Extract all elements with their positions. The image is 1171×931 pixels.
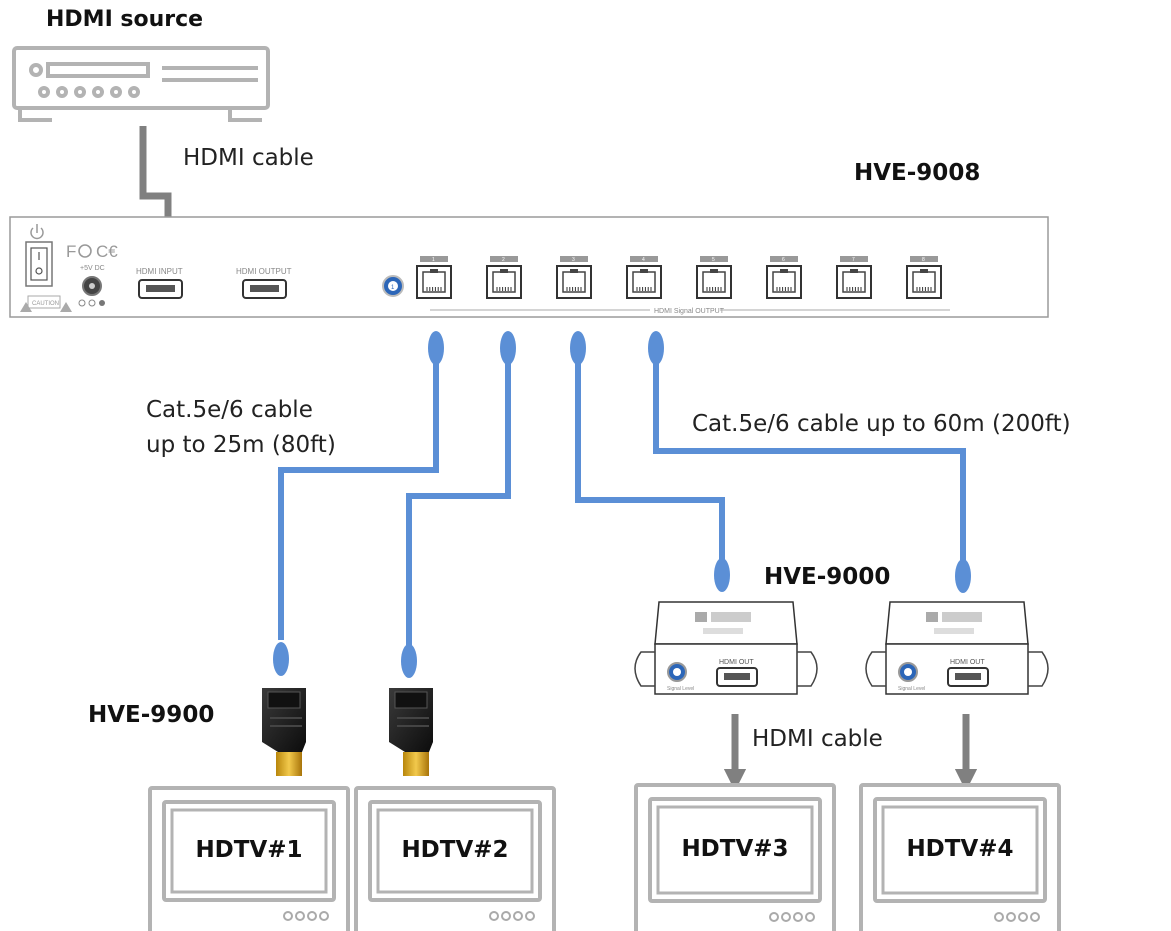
port-number: 2 <box>502 257 505 263</box>
rj45-port-5: 5 <box>696 256 732 299</box>
power-icon <box>30 224 44 240</box>
port-number: 1 <box>432 257 435 263</box>
svg-text:C€: C€ <box>96 242 118 261</box>
svg-text:CAUTION: CAUTION <box>32 301 59 307</box>
cat-cable-3 <box>575 346 725 572</box>
power-input-label: +5V DC <box>80 265 105 272</box>
hve9900-adapter-2 <box>389 688 433 776</box>
signal-level-label: Signal Level <box>898 686 925 692</box>
svg-text:1: 1 <box>391 285 395 291</box>
hve9000-receivers: Signal Level HDMI OUT Signal Level HDMI OUT <box>634 601 1049 695</box>
hdmi-output-port <box>242 279 287 299</box>
hdmi-output-label: HDMI OUTPUT <box>236 267 292 276</box>
tv-group <box>148 783 1061 931</box>
hdmi-out-label: HDMI OUT <box>950 659 985 666</box>
hdmi-input-label: HDMI INPUT <box>136 267 183 276</box>
cat-long-label: Cat.5e/6 cable up to 60m (200ft) <box>692 411 1071 437</box>
port-number: 7 <box>852 257 855 263</box>
signal-level-label: Signal Level <box>667 686 694 692</box>
edid-dial: 1 <box>382 275 404 297</box>
hdtv-label-4: HDTV#4 <box>906 836 1014 862</box>
cat-short-label-line1: Cat.5e/6 cable <box>146 397 313 423</box>
cat-cable-1 <box>278 346 439 640</box>
hve9000-label: HVE-9000 <box>764 564 891 590</box>
hve9008-splitter: F C€ +5V DC CAUTION HDMI INPUT HDMI OUTP… <box>9 216 1049 318</box>
hdtv-label-1: HDTV#1 <box>195 837 303 863</box>
hdmi-cable-label-top: HDMI cable <box>183 145 314 171</box>
cat-short-label-line2: up to 25m (80ft) <box>146 432 336 458</box>
cat-cable-2 <box>406 346 511 652</box>
rj45-port-8: 8 <box>906 256 942 299</box>
rj45-port-6: 6 <box>766 256 802 299</box>
hdmi-source-label: HDMI source <box>46 7 204 32</box>
port-number: 3 <box>572 257 575 263</box>
hdmi-input-port <box>138 279 183 299</box>
hdtv-label-2: HDTV#2 <box>401 837 509 863</box>
cat-cable-4 <box>653 346 966 574</box>
rj45-port-3: 3 <box>556 256 592 299</box>
caution-label: CAUTION <box>20 295 72 312</box>
dc-jack <box>78 276 105 307</box>
certification-marks: F C€ <box>66 242 118 261</box>
signal-output-label: HDMI Signal OUTPUT <box>654 308 725 315</box>
port-number: 4 <box>642 257 645 263</box>
hdtv-3 <box>634 783 836 931</box>
hdmi-source-device <box>12 46 270 122</box>
rj45-port-2: 2 <box>486 256 522 299</box>
rj45-port-7: 7 <box>836 256 872 299</box>
hdtv-4 <box>859 783 1061 931</box>
hve9900-adapter-1 <box>262 688 306 776</box>
rj45-port-1: 1 <box>416 256 452 299</box>
port-number: 8 <box>922 257 925 263</box>
hve9900-label: HVE-9900 <box>88 702 215 728</box>
cat-cables <box>278 346 966 652</box>
rj45-port-4: 4 <box>626 256 662 299</box>
rj45-ports: 1 2 3 4 5 6 7 8 <box>416 256 942 299</box>
hdmi-cable-label-bottom: HDMI cable <box>752 726 883 752</box>
hve9000-receiver-2: Signal Level HDMI OUT <box>865 601 1049 695</box>
hdtv-2 <box>354 786 556 931</box>
hdtv-label-3: HDTV#3 <box>681 836 789 862</box>
hve9000-receiver-1: Signal Level HDMI OUT <box>634 601 818 695</box>
svg-text:F: F <box>66 242 76 261</box>
power-switch <box>25 241 53 287</box>
cat-cable-plugs <box>273 331 971 678</box>
hve9008-label: HVE-9008 <box>854 160 981 186</box>
hdmi-out-label: HDMI OUT <box>719 659 754 666</box>
port-number: 5 <box>712 257 715 263</box>
hdtv-1 <box>148 786 350 931</box>
port-number: 6 <box>782 257 785 263</box>
